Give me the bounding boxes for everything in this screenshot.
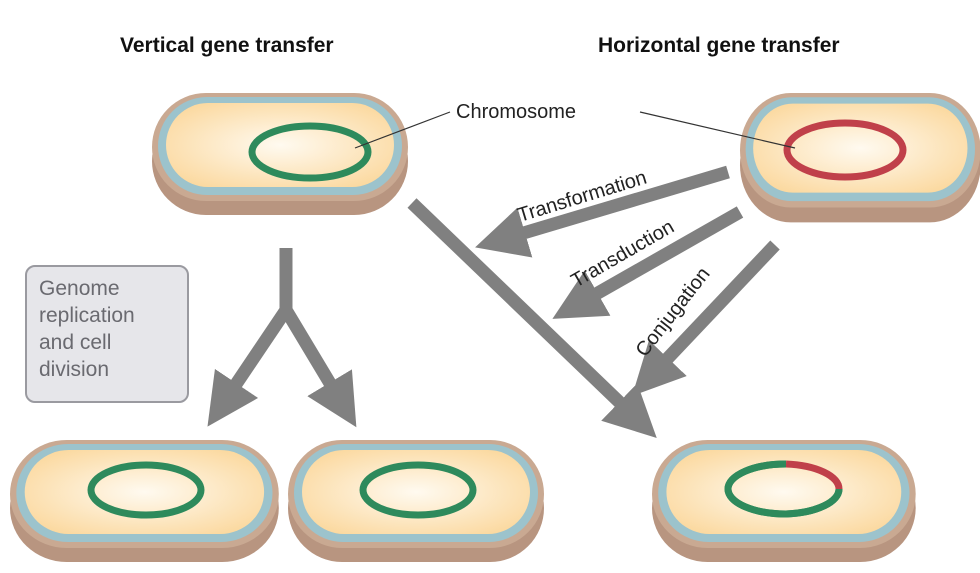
transformation-arrow: [475, 165, 730, 258]
title-horizontal: Horizontal gene transfer: [598, 34, 840, 57]
title-vertical: Vertical gene transfer: [120, 34, 334, 57]
division-arrow-left: [207, 306, 292, 427]
recipient-cell: [652, 440, 916, 562]
chromosome-green: [248, 122, 372, 182]
daughter-cell-2: [288, 440, 544, 562]
note-line: and cell: [39, 331, 112, 354]
arrows: [207, 165, 780, 439]
genome-replication-note: Genome replication and cell division: [25, 265, 189, 403]
division-arrow-right: [280, 306, 357, 428]
parent-cell: [152, 93, 408, 215]
conjugation-arrow: [632, 240, 780, 396]
inheritance-arrow: [407, 198, 657, 439]
note-line: division: [39, 358, 110, 381]
chromosome-label: Chromosome: [456, 101, 576, 123]
note-line: replication: [39, 304, 135, 327]
donor-cell: [740, 93, 980, 223]
transduction-arrow: [552, 206, 744, 319]
leader-line-right: [639, 111, 796, 149]
leader-line-left: [354, 111, 451, 149]
chromosome-red: [783, 119, 907, 181]
note-line: Genome: [39, 277, 120, 300]
daughter-cell-1: [10, 440, 279, 562]
